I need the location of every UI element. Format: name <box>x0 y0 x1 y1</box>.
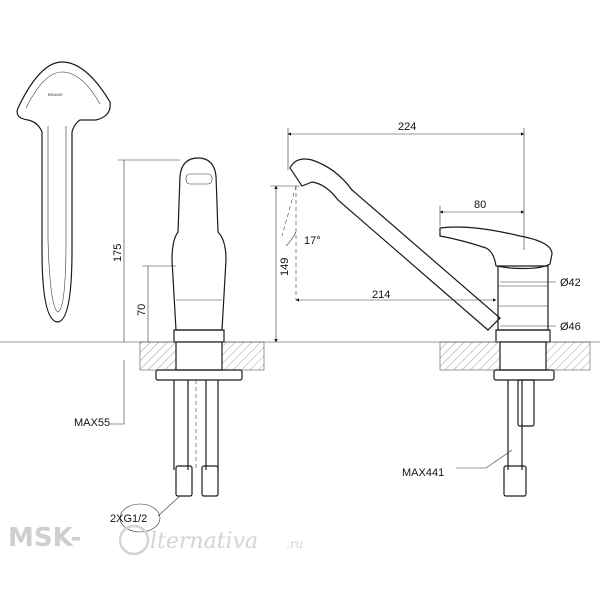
front-view-faucet <box>289 158 591 497</box>
dim-spout-reach: 224 <box>398 121 416 133</box>
side-view-faucet <box>139 157 265 497</box>
side-view-dimensions: 175 70 MAX55 2XG1/2 <box>74 159 181 533</box>
dim-connection-thread: 2XG1/2 <box>110 513 147 525</box>
dim-spout-height: 149 <box>279 258 291 276</box>
watermark-suffix: .ru <box>286 537 303 551</box>
dim-spout-angle: 17° <box>304 235 321 247</box>
dim-max-counter-thickness: MAX55 <box>74 417 110 429</box>
watermark-prefix: MSK- <box>8 523 81 553</box>
top-view-handle: BRAVAT <box>16 61 111 323</box>
watermark-script: lternativa <box>150 529 258 554</box>
front-view-dimensions: 224 80 149 17° 214 Ø42 Ø46 MAX441 <box>270 121 581 479</box>
logo-brand-mark: BRAVAT <box>48 92 64 97</box>
dim-max-hose-length: MAX441 <box>402 467 444 479</box>
watermark: MSK- lternativa .ru <box>8 523 303 556</box>
dim-total-height: 175 <box>112 244 124 262</box>
dim-lower-reach: 214 <box>372 289 390 301</box>
dim-body-diameter-upper: Ø42 <box>560 277 581 289</box>
dim-lever-length: 80 <box>474 199 486 211</box>
dim-body-diameter-lower: Ø46 <box>560 321 581 333</box>
dim-base-height: 70 <box>136 304 148 316</box>
